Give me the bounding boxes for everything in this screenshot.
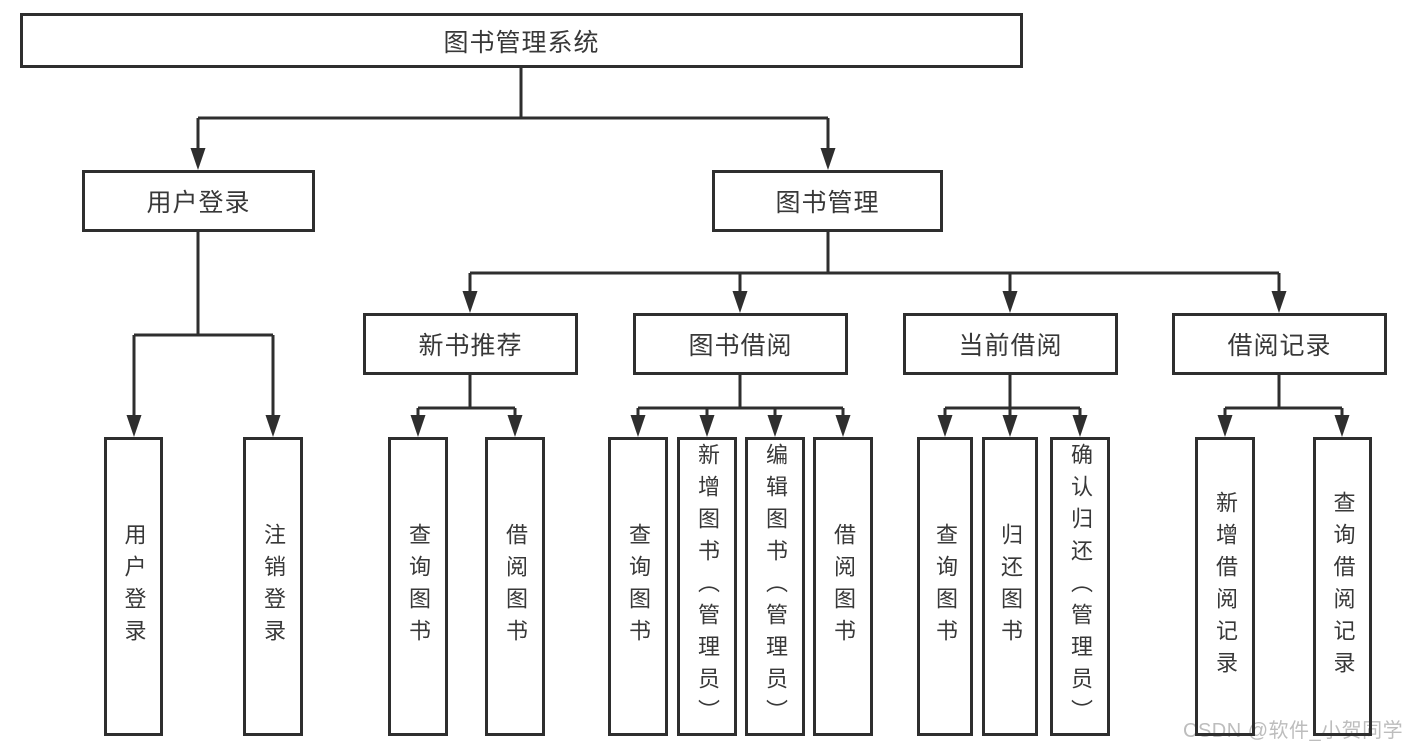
leaf-borrow-books-recommend-label: 借阅图书 — [503, 522, 528, 651]
leaf-query-books-recommend-label: 查询图书 — [406, 522, 431, 651]
leaf-add-books-admin-label: 新增图书（管理员） — [695, 442, 720, 731]
leaf-borrow-books-recommend: 借阅图书 — [485, 437, 545, 736]
leaf-confirm-return-admin: 确认归还（管理员） — [1050, 437, 1110, 736]
leaf-edit-books-admin-label: 编辑图书（管理员） — [763, 442, 788, 731]
leaf-return-books: 归还图书 — [982, 437, 1038, 736]
node-user-login: 用户登录 — [82, 170, 315, 232]
node-borrowing-records-label: 借阅记录 — [1227, 332, 1332, 360]
leaf-logout: 注销登录 — [243, 437, 303, 736]
leaf-add-books-admin: 新增图书（管理员） — [677, 437, 737, 736]
leaf-borrow-books: 借阅图书 — [813, 437, 873, 736]
leaf-edit-books-admin: 编辑图书（管理员） — [745, 437, 805, 736]
leaf-query-books-current-label: 查询图书 — [933, 522, 958, 651]
node-current-borrowing-label: 当前借阅 — [958, 332, 1063, 360]
leaf-query-books-current: 查询图书 — [917, 437, 973, 736]
leaf-return-books-label: 归还图书 — [998, 522, 1023, 651]
leaf-logout-label: 注销登录 — [261, 522, 286, 651]
watermark: CSDN @软件_小贺同学 — [1183, 720, 1404, 742]
leaf-query-books-recommend: 查询图书 — [388, 437, 448, 736]
leaf-add-borrow-record-label: 新增借阅记录 — [1213, 490, 1238, 683]
leaf-user-login-label: 用户登录 — [121, 522, 147, 651]
node-current-borrowing: 当前借阅 — [903, 313, 1118, 375]
leaf-query-books-borrow-label: 查询图书 — [626, 522, 651, 651]
node-root-label: 图书管理系统 — [443, 28, 600, 57]
leaf-confirm-return-admin-label: 确认归还（管理员） — [1068, 442, 1093, 731]
node-root-system: 图书管理系统 — [20, 13, 1023, 68]
leaf-query-borrow-record: 查询借阅记录 — [1313, 437, 1372, 736]
leaf-query-books-borrow: 查询图书 — [608, 437, 668, 736]
node-book-borrowing-label: 图书借阅 — [688, 332, 793, 360]
node-user-login-label: 用户登录 — [146, 189, 251, 217]
leaf-query-borrow-record-label: 查询借阅记录 — [1330, 490, 1356, 683]
node-book-borrowing: 图书借阅 — [633, 313, 848, 375]
node-book-management: 图书管理 — [712, 170, 943, 232]
leaf-add-borrow-record: 新增借阅记录 — [1195, 437, 1255, 736]
leaf-user-login: 用户登录 — [104, 437, 163, 736]
node-new-book-recommendation-label: 新书推荐 — [418, 332, 523, 360]
node-book-management-label: 图书管理 — [775, 189, 880, 217]
leaf-borrow-books-label: 借阅图书 — [831, 522, 856, 651]
node-new-book-recommendation: 新书推荐 — [363, 313, 578, 375]
node-borrowing-records: 借阅记录 — [1172, 313, 1387, 375]
